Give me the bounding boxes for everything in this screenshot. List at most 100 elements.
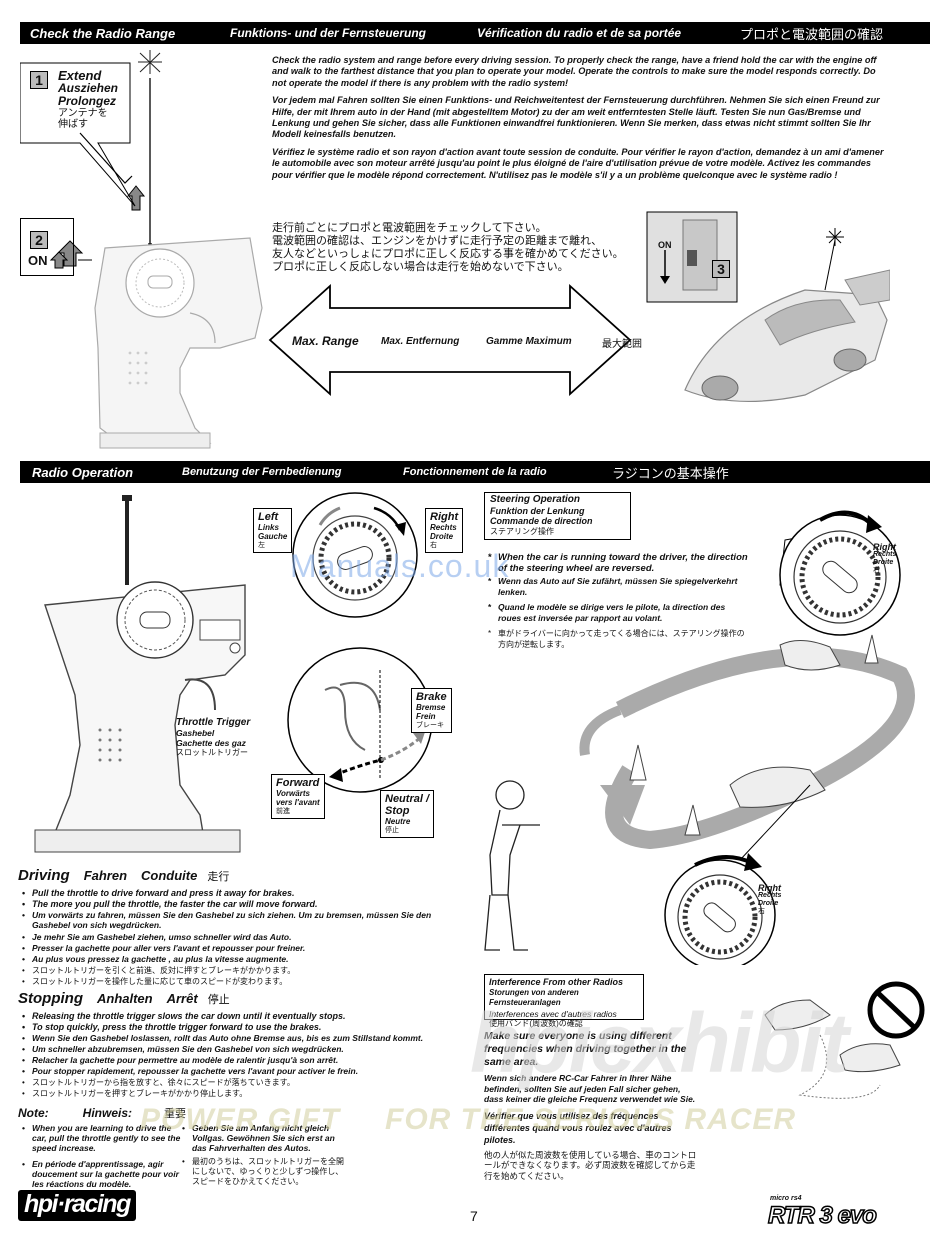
steer-right-top-de: Rechts xyxy=(873,551,897,558)
model-small-label: micro rs4 xyxy=(770,1195,802,1202)
interference-title-box: Interference From other Radios Storungen… xyxy=(484,974,644,1028)
range-jp-line-3: 友人などといっしょにプロポに正しく反応する事を確かめてください。 xyxy=(272,248,624,260)
steer-right-label-bottom: Right Rechts Droite 右 xyxy=(758,884,781,916)
neutral-en: Neutral / xyxy=(385,793,430,805)
steering-title-fr: Commande de direction xyxy=(490,516,593,526)
steering-track-diagram xyxy=(484,510,915,965)
bar-title-de: Funktions- und der Fernsteuerung xyxy=(230,26,427,40)
switch-on-label: ON xyxy=(658,240,672,250)
driving-item: Um vorwärts zu fahren, müssen Sie den Ga… xyxy=(22,910,462,930)
steer-right-jp: 右 xyxy=(430,542,437,549)
neutral-label: Neutral / Stop Neutre 停止 xyxy=(380,790,435,838)
range-para-en: Check the radio system and range before … xyxy=(272,55,877,88)
steering-note-1-text: When the car is running toward the drive… xyxy=(498,552,748,574)
stopping-item: スロットルトリガーを押すとブレーキがかかり停止します。 xyxy=(22,1088,467,1099)
step-1-badge: 1 xyxy=(30,71,48,89)
steer-right-top-en: Right xyxy=(873,542,896,552)
range-para-de: Vor jedem mal Fahren sollten Sie einen F… xyxy=(272,95,880,140)
steer-left-fr: Gauche xyxy=(258,532,288,541)
steering-title-jp: ステアリング操作 xyxy=(490,526,554,536)
steering-note-4-text: 車がドライバーに向かって走ってくる場合には、ステアリング操作の方向が逆転します。 xyxy=(498,629,745,649)
max-range-fr: Gamme Maximum xyxy=(486,336,572,347)
interference-title-de: Storungen von anderen Fernsteueranlagen xyxy=(489,987,579,1008)
steering-note-3-text: Quand le modèle se dirige vers le pilote… xyxy=(498,602,726,623)
steering-note-4: *車がドライバーに向かって走ってくる場合には、ステアリング操作の方向が逆転します… xyxy=(488,629,745,649)
note-item: 最初のうちは、スロットルトリガーを全開にしないで、ゆっくりと少しずつ操作し、スピ… xyxy=(182,1157,347,1187)
brake-jp: ブレーキ xyxy=(416,722,444,729)
steering-notes: *When the car is running toward the driv… xyxy=(488,552,748,650)
bar2-title-en: Radio Operation xyxy=(32,464,134,480)
forward-label: Forward Vorwärts vers l'avant 前進 xyxy=(271,774,325,819)
interference-text: Make sure everyone is using different fr… xyxy=(484,1030,699,1181)
driving-title-de: Fahren xyxy=(83,868,128,883)
step-2-box xyxy=(20,218,74,276)
step-1-jp2: 伸ばす xyxy=(58,119,88,130)
stopping-item: Relacher la gachette pour permettre au m… xyxy=(22,1055,467,1066)
steering-title-de: Funktion der Lenkung xyxy=(490,505,585,516)
brake-fr: Frein xyxy=(416,712,436,721)
interference-para-jp: 他の人が似た周波数を使用している場合、車のコントロールができなくなります。必ず周… xyxy=(484,1149,697,1181)
trigger-jp: スロットルトリガー xyxy=(176,748,248,757)
hpi-racing-logo: hpi·racing xyxy=(18,1190,136,1221)
note-list-left: When you are learning to drive the car, … xyxy=(22,1123,182,1189)
interference-illustration xyxy=(764,981,925,1099)
steer-left-label: Left Links Gauche 左 xyxy=(253,508,293,553)
bar-title-jp: プロポと電波範囲の確認 xyxy=(740,26,884,42)
steer-left-en: Left xyxy=(258,511,279,523)
max-range-arrow xyxy=(268,284,632,396)
driving-item: Je mehr Sie am Gashebel ziehen, umso sch… xyxy=(22,932,462,943)
throttle-trigger-label: Throttle Trigger Gashebel Gachette des g… xyxy=(176,718,250,758)
note-title-en: Note: xyxy=(18,1106,49,1120)
max-range-jp: 最大範囲 xyxy=(602,339,642,350)
watermark-tag1: POWER GIFT xyxy=(140,1103,340,1136)
interference-title-jp: 使用バンド(周波数)の確認 xyxy=(489,1019,583,1028)
step-1-en: Extend xyxy=(58,68,102,83)
neutral-en2: Stop xyxy=(385,805,410,817)
forward-fr: vers l'avant xyxy=(276,798,320,807)
steer-right-bottom-de: Rechts xyxy=(758,892,782,899)
interference-para-fr: Vérifier que vous utilisez des fréquence… xyxy=(484,1110,672,1145)
forward-de: Vorwärts xyxy=(276,789,310,798)
bar2-title-jp: ラジコンの基本操作 xyxy=(612,465,729,481)
brake-de: Bremse xyxy=(416,703,446,712)
steer-right-bottom-jp: 右 xyxy=(758,908,765,915)
transmitter-illustration xyxy=(20,50,263,449)
stopping-title-en: Stopping xyxy=(18,990,83,1007)
driving-title-en: Driving xyxy=(18,867,70,884)
steering-wheel-detail xyxy=(292,492,418,618)
neutral-fr: Neutre xyxy=(385,817,411,826)
note-list-right: Geben Sie am Anfang nicht gleich Vollgas… xyxy=(182,1123,347,1187)
range-jp-line-4: プロポに正しく反応しない場合は走行を始めないで下さい。 xyxy=(272,261,569,273)
steer-right-de: Rechts xyxy=(430,523,457,532)
steer-right-bottom-fr: Droite xyxy=(758,900,779,907)
steering-title-en: Steering Operation xyxy=(490,494,581,505)
step-2-label: ON xyxy=(28,253,48,268)
steering-note-1: *When the car is running toward the driv… xyxy=(488,552,748,574)
neutral-jp: 停止 xyxy=(385,827,399,834)
step-3-badge: 3 xyxy=(712,260,730,278)
driving-item: Pull the throttle to drive forward and p… xyxy=(22,888,462,899)
step-1-fr: Prolongez xyxy=(58,94,117,108)
section-bar-radio-operation: Radio Operation Benutzung der Fernbedien… xyxy=(20,461,930,483)
trigger-fr: Gachette des gaz xyxy=(176,738,246,748)
driving-item: スロットルトリガーを引くと前進、反対に押すとブレーキがかかります。 xyxy=(22,965,462,976)
range-text-block: Check the radio system and range before … xyxy=(272,55,887,187)
stopping-item: Wenn Sie den Gashebel loslassen, rollt d… xyxy=(22,1033,467,1044)
steer-left-de: Links xyxy=(258,523,279,532)
watermark-site: Manuals.co.uk xyxy=(290,548,510,584)
steering-note-3: *Quand le modèle se dirige vers le pilot… xyxy=(488,602,726,623)
driving-item: The more you pull the throttle, the fast… xyxy=(22,899,462,910)
interference-title-en: Interference From other Radios xyxy=(489,977,624,987)
interference-para-de: Wenn sich andere RC-Car Fahrer in Ihrer … xyxy=(484,1073,696,1104)
up-arrow-icon xyxy=(49,251,69,269)
bar-title-en: Check the Radio Range xyxy=(30,25,176,41)
stopping-item: Um schneller abzubremsen, müssen Sie den… xyxy=(22,1044,467,1055)
car-illustration xyxy=(646,211,890,403)
step-1-jp1: アンテナを xyxy=(58,108,108,119)
rtr3-evo-logo: RTR 3 evo xyxy=(767,1201,877,1230)
steer-right-bottom-en: Right xyxy=(758,883,781,893)
driving-item: Presser la gachette pour aller vers l'av… xyxy=(22,943,462,954)
range-para-fr: Vérifiez le système radio et son rayon d… xyxy=(272,146,884,180)
max-range-en: Max. Range xyxy=(292,334,359,348)
trigger-en: Throttle Trigger xyxy=(176,717,251,728)
